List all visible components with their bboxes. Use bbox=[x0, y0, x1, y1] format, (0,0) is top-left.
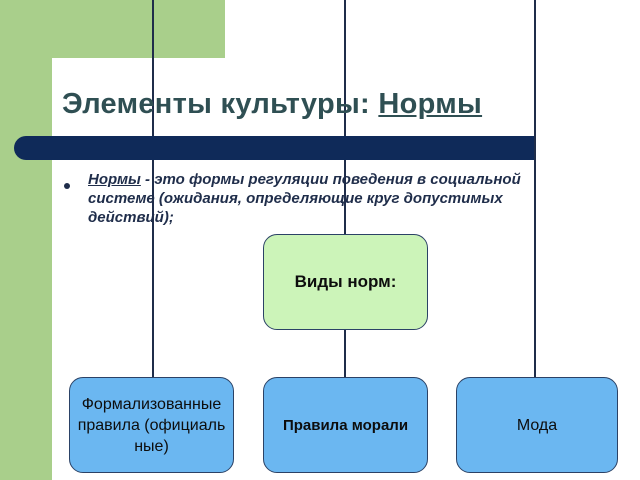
connector-line-left bbox=[152, 0, 154, 378]
fashion-label: Мода bbox=[516, 416, 558, 434]
definition-body: - это формы регуляции поведения в социал… bbox=[88, 171, 521, 226]
title-link[interactable]: Нормы bbox=[378, 88, 483, 120]
fashion-box: Мода bbox=[456, 377, 618, 473]
green-top-band bbox=[0, 0, 225, 58]
title-underline-bar bbox=[14, 136, 534, 160]
bullet-icon bbox=[64, 183, 70, 189]
slide-title: Элементы культуры: Нормы bbox=[62, 88, 482, 121]
definition-text: Нормы - это формы регуляции поведения в … bbox=[88, 170, 548, 227]
connector-line-center bbox=[344, 0, 346, 235]
root-label: Виды норм: bbox=[294, 272, 397, 291]
formal-rules-box: Формализованные правила (официальные) bbox=[69, 377, 234, 473]
title-prefix: Элементы культуры: bbox=[62, 88, 379, 120]
definition-term[interactable]: Нормы bbox=[88, 171, 141, 188]
connector-line-right bbox=[534, 0, 536, 378]
green-side-band bbox=[0, 0, 52, 480]
formal-rules-label: Формализованные правила (официальные) bbox=[77, 395, 226, 455]
moral-rules-box: Правила морали bbox=[263, 377, 428, 473]
connector-line-center-lower bbox=[344, 330, 346, 378]
moral-rules-label: Правила морали bbox=[282, 416, 409, 434]
norm-types-root-box: Виды норм: bbox=[263, 234, 428, 330]
